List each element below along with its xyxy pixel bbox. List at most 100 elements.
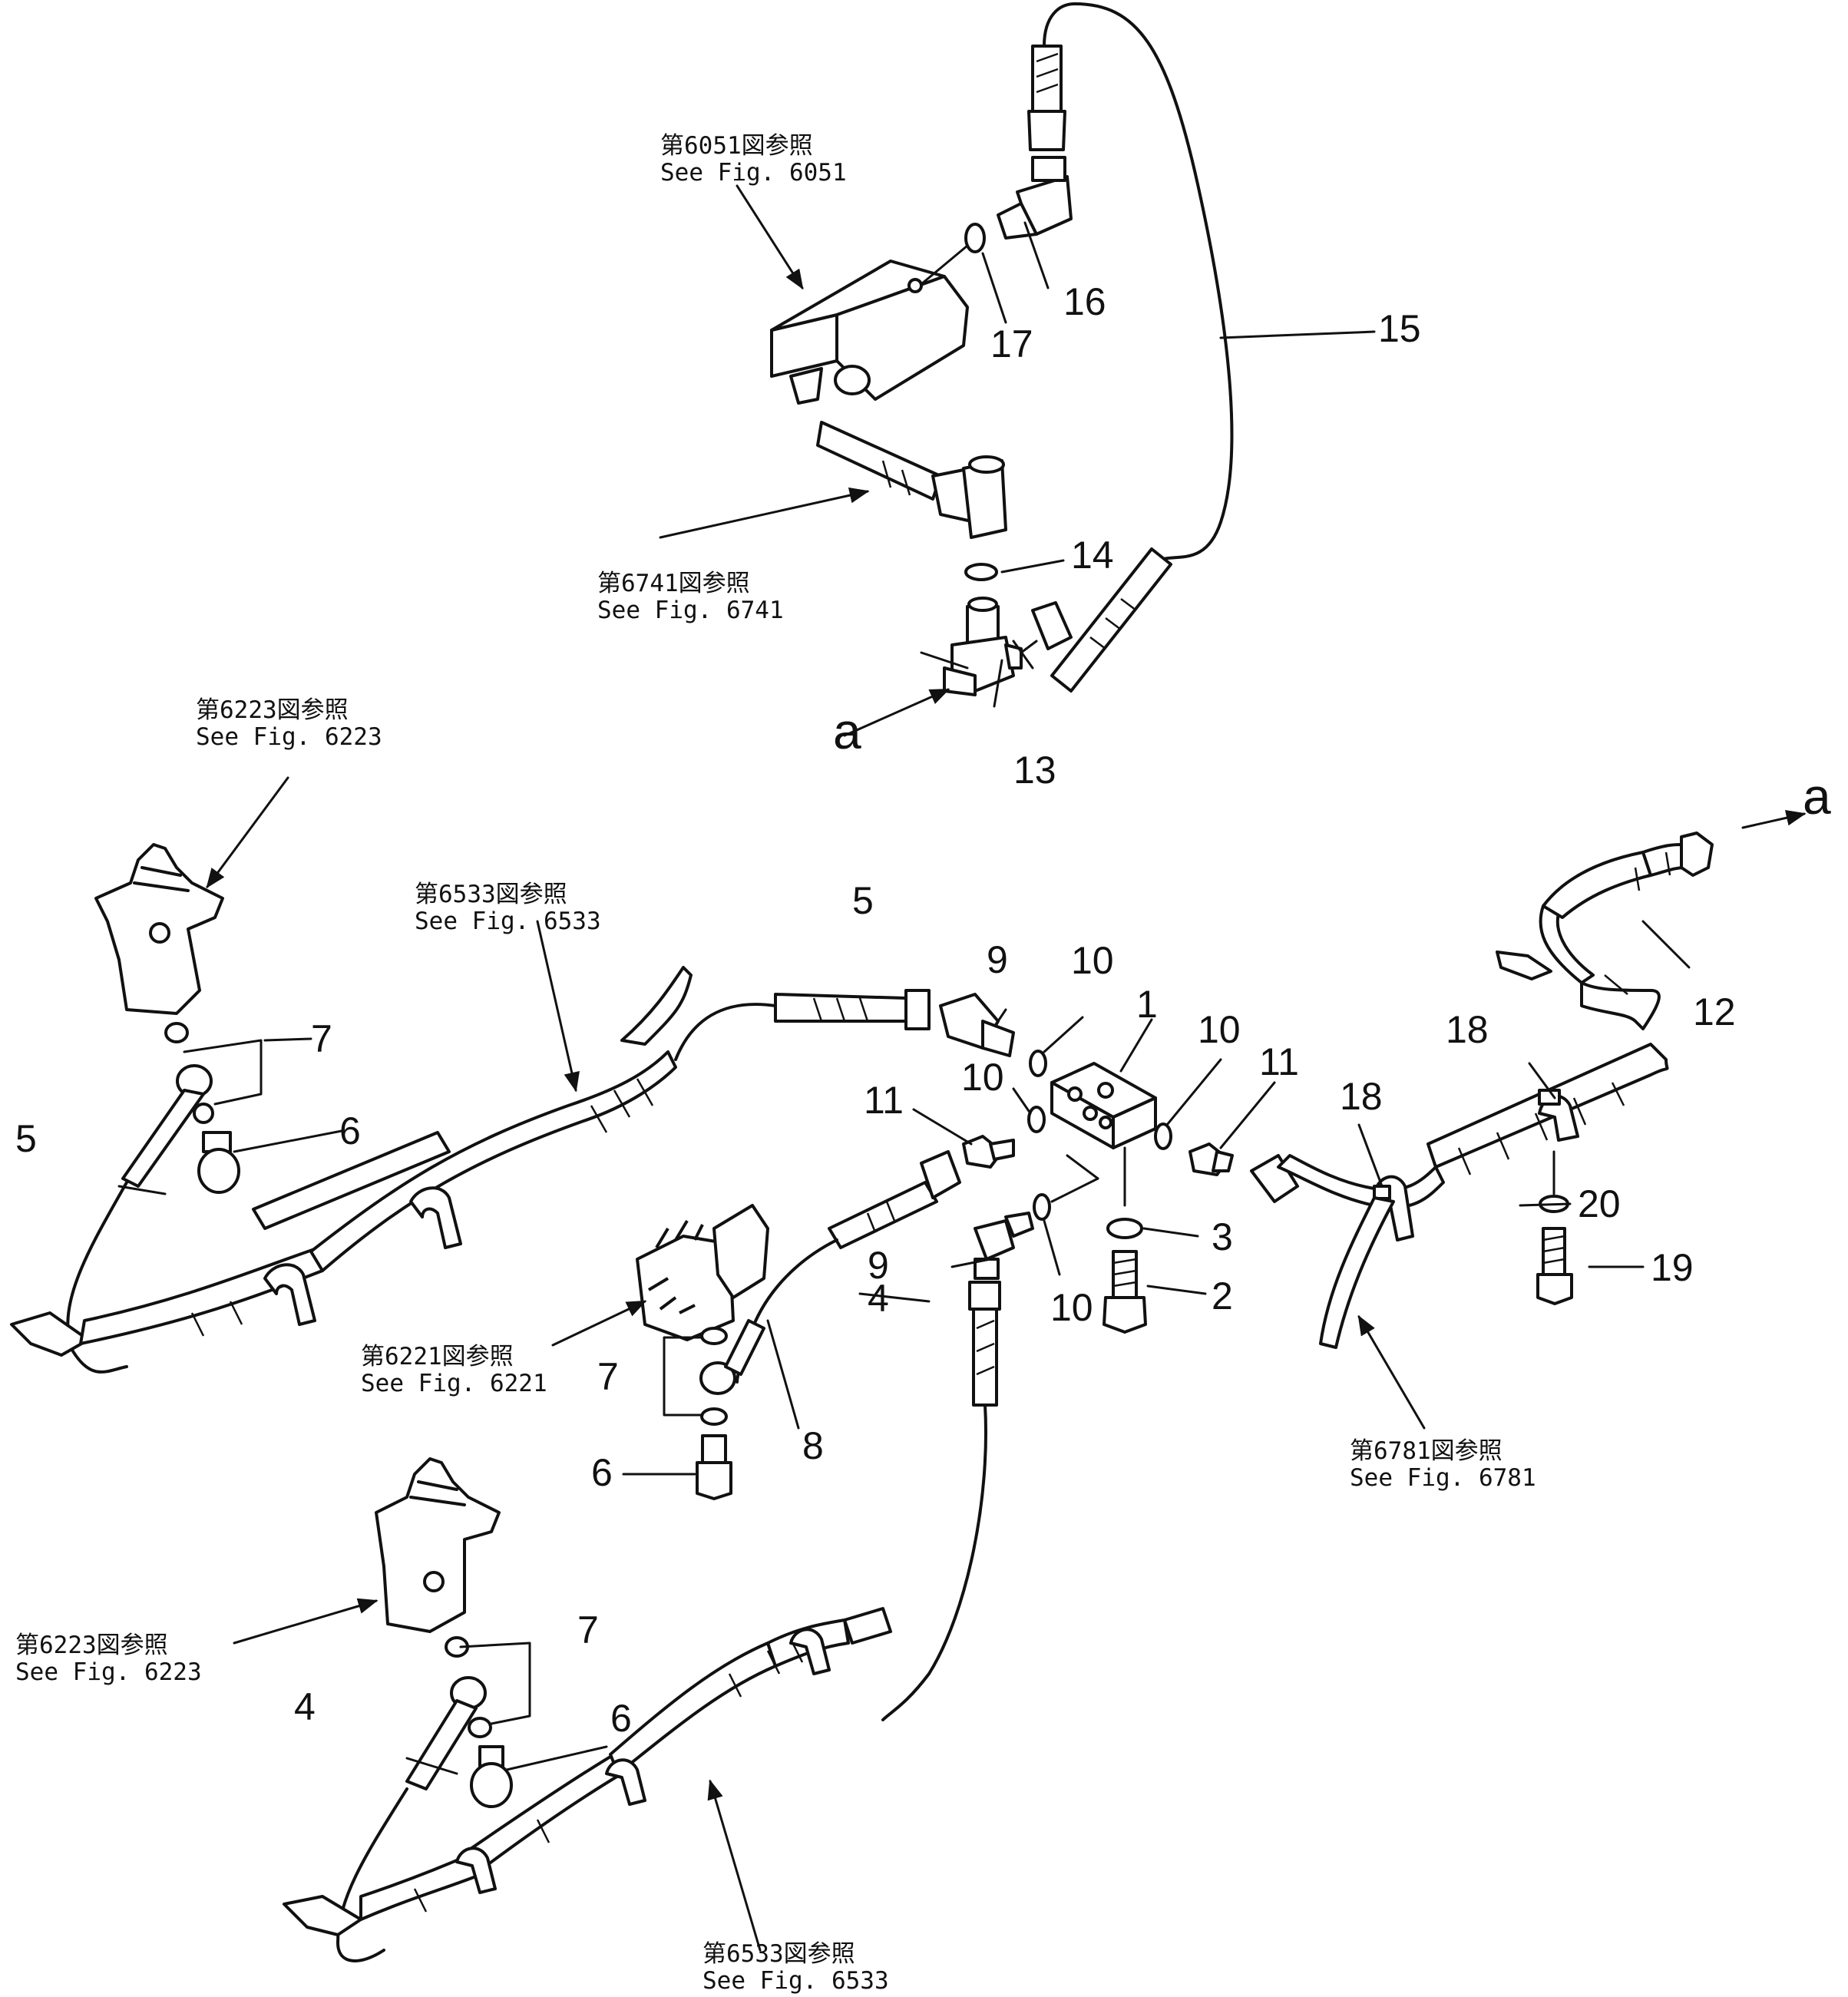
hose-eye	[699, 1319, 765, 1395]
svg-text:第6781図参照: 第6781図参照	[1350, 1437, 1503, 1465]
callout-12: 12	[1693, 990, 1736, 1033]
callout-18: 18	[1446, 1008, 1489, 1051]
svg-text:第6533図参照: 第6533図参照	[703, 1940, 855, 1968]
brake-valve-lower	[375, 1457, 501, 1633]
callout-10: 10	[1071, 939, 1114, 982]
hose-8	[736, 1150, 961, 1384]
svg-text:See Fig. 6781: See Fig. 6781	[1350, 1464, 1536, 1492]
svg-text:See Fig. 6051: See Fig. 6051	[660, 159, 847, 187]
callout-15: 15	[1378, 307, 1421, 350]
figure-reference-6051: 第6051図参照 See Fig. 6051	[660, 132, 847, 187]
callout-17: 17	[990, 322, 1033, 365]
callout-11: 11	[1259, 1040, 1299, 1083]
callout-14: 14	[1071, 534, 1114, 577]
hose-5	[10, 966, 931, 1374]
callout-4: 4	[868, 1277, 889, 1320]
cab-hose	[1319, 1196, 1395, 1349]
o-ring	[193, 1103, 214, 1124]
callout-18: 18	[1340, 1075, 1383, 1118]
svg-text:See Fig. 6223: See Fig. 6223	[15, 1658, 202, 1686]
svg-text:第6223図参照: 第6223図参照	[15, 1632, 168, 1659]
callout-10: 10	[1198, 1008, 1241, 1051]
hose-4-lower	[283, 1607, 892, 1962]
elbow-fitting	[974, 1212, 1034, 1280]
figure-reference-6223-lower: 第6223図参照 See Fig. 6223	[15, 1632, 202, 1686]
o-ring	[700, 1407, 728, 1426]
svg-text:See Fig. 6221: See Fig. 6221	[361, 1370, 547, 1397]
hose-eye	[121, 1064, 213, 1188]
o-ring	[1029, 1050, 1047, 1077]
callout-5: 5	[852, 879, 874, 922]
svg-text:第6533図参照: 第6533図参照	[415, 881, 567, 908]
svg-text:See Fig. 6533: See Fig. 6533	[703, 1967, 889, 1995]
callout-10: 10	[1050, 1286, 1093, 1329]
figure-reference-6781: 第6781図参照 See Fig. 6781	[1350, 1437, 1536, 1492]
leader-lines	[117, 184, 1807, 1952]
figure-reference-6221: 第6221図参照 See Fig. 6221	[361, 1343, 547, 1397]
nipple-fitting	[1188, 1142, 1234, 1176]
svg-text:第6051図参照: 第6051図参照	[660, 132, 813, 160]
pressure-switch-pipe	[816, 421, 1007, 539]
svg-text:第6221図参照: 第6221図参照	[361, 1343, 514, 1370]
svg-text:第6741図参照: 第6741図参照	[597, 570, 750, 597]
figure-reference-6741: 第6741図参照 See Fig. 6741	[597, 570, 784, 624]
o-ring	[964, 563, 998, 581]
eye-bolt	[197, 1131, 240, 1194]
washer	[1106, 1218, 1143, 1239]
elbow-fitting	[997, 156, 1073, 240]
tee-fitting	[943, 597, 1023, 696]
o-ring	[468, 1717, 492, 1738]
callout-3: 3	[1212, 1215, 1233, 1258]
figure-reference-6533-upper: 第6533図参照 See Fig. 6533	[415, 881, 601, 935]
callout-19: 19	[1651, 1246, 1694, 1289]
figure-reference-6533-lower: 第6533図参照 See Fig. 6533	[703, 1940, 889, 1995]
callout-9: 9	[868, 1244, 889, 1287]
callout-13: 13	[1013, 749, 1056, 792]
nipple-fitting	[962, 1135, 1015, 1169]
callout-5: 5	[15, 1117, 37, 1160]
svg-text:See Fig. 6223: See Fig. 6223	[196, 723, 382, 751]
hose-4	[881, 1281, 1001, 1721]
o-ring	[700, 1327, 728, 1345]
callout-6: 6	[610, 1697, 632, 1740]
hose-15	[1027, 2, 1234, 693]
shuttle-valve	[636, 1204, 769, 1341]
brake-valve-upper	[94, 843, 224, 1015]
figure-reference-6223-upper: 第6223図参照 See Fig. 6223	[196, 696, 382, 751]
solenoid-valve	[770, 244, 969, 405]
callout-7: 7	[577, 1609, 599, 1651]
o-ring	[1033, 1193, 1051, 1221]
bolt	[1536, 1227, 1573, 1305]
callout-1: 1	[1136, 983, 1158, 1026]
callout-4: 4	[294, 1685, 316, 1728]
hose-eye	[405, 1676, 487, 1790]
callout-8: 8	[802, 1424, 824, 1467]
callout-16: 16	[1063, 280, 1106, 323]
clamp	[1373, 1175, 1414, 1242]
callout-6: 6	[339, 1109, 361, 1152]
elbow-fitting	[939, 993, 1015, 1057]
callout-20: 20	[1578, 1182, 1621, 1225]
callout-labels: 1 2 3 4 4 5 5 6 6 6 7 7 7 8 9 9 10 10 10…	[15, 280, 1736, 1740]
o-ring	[164, 1022, 189, 1043]
connection-mark-a-left: a	[833, 703, 861, 759]
callout-11: 11	[864, 1079, 904, 1122]
callout-2: 2	[1212, 1275, 1233, 1318]
o-ring	[1027, 1106, 1046, 1133]
callout-10: 10	[961, 1056, 1004, 1099]
callout-6: 6	[591, 1451, 613, 1494]
o-ring	[964, 223, 986, 253]
connection-mark-a-right: a	[1803, 768, 1831, 825]
bolt	[1103, 1250, 1147, 1334]
callout-7: 7	[597, 1355, 619, 1398]
eye-bolt	[696, 1434, 732, 1500]
svg-text:See Fig. 6741: See Fig. 6741	[597, 597, 784, 624]
svg-text:See Fig. 6533: See Fig. 6533	[415, 908, 601, 935]
svg-text:第6223図参照: 第6223図参照	[196, 696, 349, 724]
junction-block	[1050, 1062, 1157, 1203]
callout-9: 9	[987, 938, 1008, 981]
callout-7: 7	[311, 1017, 332, 1060]
eye-bolt	[470, 1745, 513, 1808]
o-ring	[1154, 1122, 1172, 1150]
